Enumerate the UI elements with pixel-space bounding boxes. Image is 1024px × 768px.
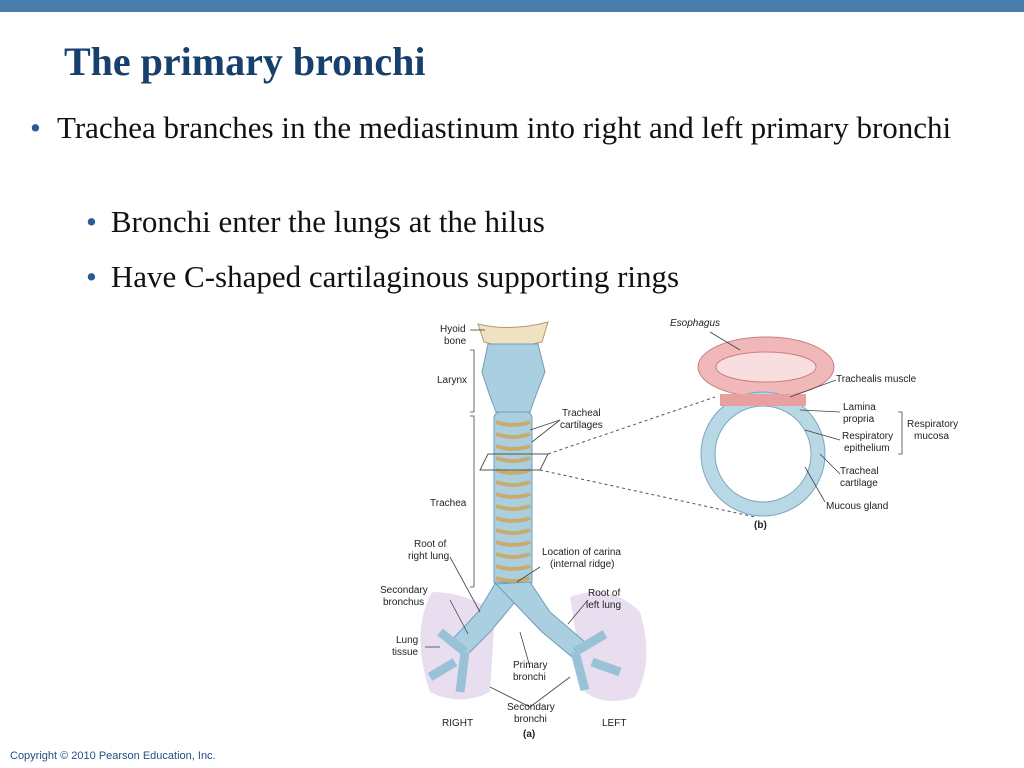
- label-secondary-bronchus: Secondary: [380, 585, 428, 596]
- hyoid-bone: [477, 321, 549, 347]
- label-primary-bronchi: Primary: [513, 660, 547, 671]
- trachealis-muscle: [720, 394, 806, 406]
- larynx: [481, 343, 546, 413]
- tracheal-rings: [495, 420, 531, 583]
- label-lung-tissue: Lung: [396, 635, 418, 646]
- slide-title: The primary bronchi: [64, 39, 426, 84]
- label-right: RIGHT: [442, 718, 473, 729]
- label-carina: Location of carina: [542, 547, 621, 558]
- label-mucous-gland: Mucous gland: [826, 501, 888, 512]
- label-secondary-bronchus: bronchus: [383, 597, 424, 608]
- label-lung-tissue: tissue: [392, 647, 419, 658]
- label-tracheal-cartilage: cartilage: [840, 478, 878, 489]
- label-tracheal-cartilage: Tracheal: [840, 466, 879, 477]
- label-carina: (internal ridge): [550, 559, 614, 570]
- right-secondary-bronchi: [427, 628, 470, 693]
- label-root-left-lung: Root of: [588, 588, 620, 599]
- bullet-level2: • Bronchi enter the lungs at the hilus: [86, 204, 545, 239]
- label-lamina-propria: Lamina: [843, 402, 876, 413]
- bullet-level1: • Trachea branches in the mediastinum in…: [30, 110, 974, 145]
- esophagus-lumen: [715, 351, 817, 383]
- label-panel-a: (a): [523, 729, 535, 740]
- bullet-text: Trachea branches in the mediastinum into…: [57, 110, 952, 145]
- bullet-marker: •: [30, 110, 41, 145]
- tracheal-lumen: [714, 405, 812, 503]
- label-tracheal-cartilages: cartilages: [560, 420, 603, 431]
- label-secondary-bronchi: bronchi: [514, 714, 547, 725]
- label-larynx: Larynx: [437, 375, 467, 386]
- label-root-right-lung: Root of: [414, 539, 446, 550]
- label-respiratory-epithelium: Respiratory: [842, 431, 893, 442]
- top-accent-bar: [0, 0, 1024, 12]
- label-primary-bronchi: bronchi: [513, 672, 546, 683]
- label-hyoid: Hyoid: [440, 324, 466, 335]
- label-secondary-bronchi: Secondary: [507, 702, 555, 713]
- copyright-footer: Copyright © 2010 Pearson Education, Inc.: [10, 750, 216, 762]
- bullet-text: Have C-shaped cartilaginous supporting r…: [110, 259, 680, 294]
- label-root-right-lung: right lung: [408, 551, 449, 562]
- leader-lines: [425, 329, 903, 708]
- label-esophagus: Esophagus: [670, 318, 720, 329]
- label-lamina-propria: propria: [843, 414, 875, 425]
- label-trachealis-muscle: Trachealis muscle: [836, 374, 917, 385]
- label-trachea: Trachea: [430, 498, 467, 509]
- dashed-connector: [539, 469, 756, 518]
- bullet-level2: • Have C-shaped cartilaginous supporting …: [86, 259, 679, 294]
- label-respiratory-mucosa: Respiratory: [907, 419, 958, 430]
- label-respiratory-epithelium: epithelium: [844, 443, 890, 454]
- label-respiratory-mucosa: mucosa: [914, 431, 949, 442]
- bullet-marker: •: [86, 204, 97, 239]
- label-left: LEFT: [602, 718, 626, 729]
- left-lung-tissue: [570, 592, 647, 701]
- label-root-left-lung: left lung: [586, 600, 621, 611]
- label-panel-b: (b): [754, 520, 767, 531]
- trachea-bronchi-illustration: Hyoid bone Larynx Tracheal cartilages Tr…: [380, 318, 958, 740]
- label-tracheal-cartilages: Tracheal: [562, 408, 601, 419]
- left-secondary-bronchi: [570, 630, 622, 692]
- bullet-marker: •: [86, 259, 97, 294]
- label-hyoid: bone: [444, 336, 467, 347]
- bullet-text: Bronchi enter the lungs at the hilus: [110, 204, 545, 239]
